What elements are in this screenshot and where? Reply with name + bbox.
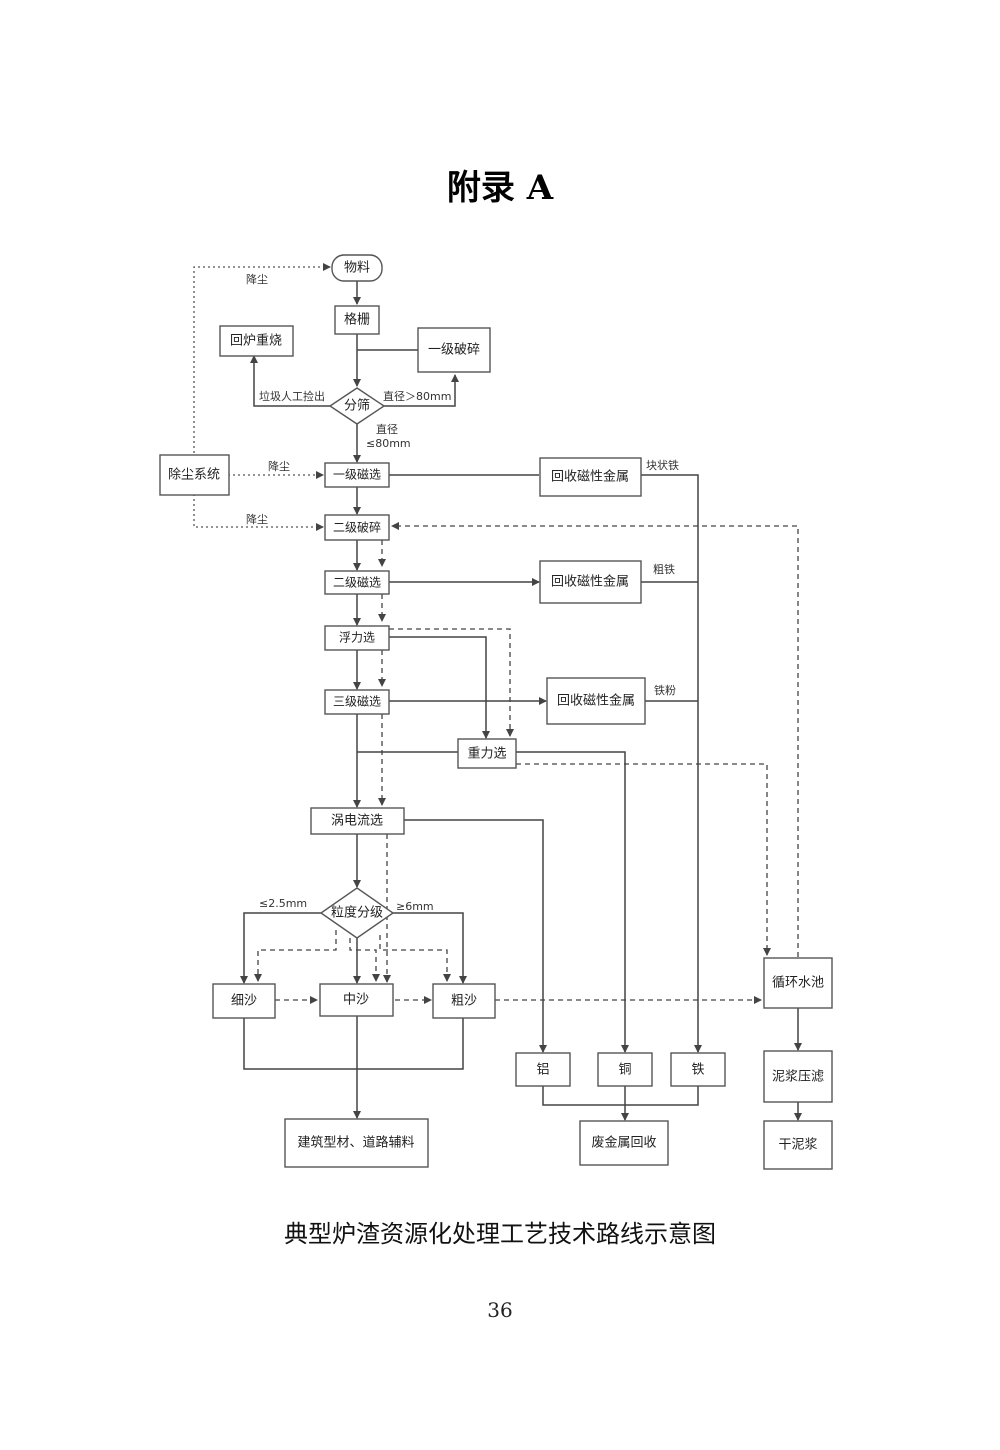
label-manual-pick: 垃圾人工捡出 [259,389,325,403]
label-le-2-5: ≤2.5mm [259,897,307,910]
node-fine-sand: 细沙 [212,983,276,1019]
node-mag3: 三级磁选 [324,689,390,715]
node-gravity-label: 重力选 [467,746,506,762]
node-recover1: 回收磁性金属 [539,457,642,497]
node-mud-filter-label: 泥浆压滤 [772,1070,824,1085]
node-mag1: 一级磁选 [324,462,390,488]
edge-labels: 降尘 降尘 降尘 垃圾人工捡出 直径＞80mm 直径 ≤80mm 块状铁 粗铁 … [246,272,679,913]
node-grid-label: 格栅 [344,312,370,328]
node-crush2: 二级破碎 [324,514,390,541]
node-dry-mud: 干泥浆 [763,1120,833,1170]
node-water-pool: 循环水池 [763,957,833,1009]
connectors [193,263,802,1121]
node-fine-sand-label: 细沙 [231,994,257,1009]
node-crush1: 一级破碎 [417,327,491,373]
node-float-label: 浮力选 [339,631,375,645]
node-mid-sand-label: 中沙 [343,993,369,1008]
node-crush2-label: 二级破碎 [333,520,381,535]
node-aluminum-label: 铝 [536,1063,549,1078]
node-recover3: 回收磁性金属 [546,677,646,725]
node-recover2: 回收磁性金属 [539,560,642,604]
node-mag2-label: 二级磁选 [333,575,381,590]
node-crush1-label: 一级破碎 [428,343,480,358]
page-number: 36 [487,1298,513,1322]
node-float: 浮力选 [324,625,390,651]
node-dry-mud-label: 干泥浆 [778,1138,817,1153]
node-mid-sand: 中沙 [319,983,394,1017]
node-coarse-sand: 粗沙 [432,983,496,1019]
node-iron-label: 铁 [691,1063,704,1078]
node-eddy: 涡电流选 [310,807,405,835]
node-mag3-label: 三级磁选 [333,694,381,709]
node-mag1-label: 一级磁选 [333,467,381,482]
node-grid: 格栅 [334,305,380,335]
node-dust-system-label: 除尘系统 [168,468,220,483]
node-recover3-label: 回收磁性金属 [557,693,635,709]
node-building-label: 建筑型材、道路辅料 [297,1135,414,1151]
node-iron: 铁 [670,1052,726,1087]
node-grading-label: 粒度分级 [331,905,383,921]
node-water-pool-label: 循环水池 [772,976,824,991]
node-reburn-label: 回炉重烧 [230,333,282,349]
node-grading: 粒度分级 [319,887,395,939]
node-material-label: 物料 [344,261,370,276]
label-dust-top: 降尘 [246,272,268,286]
node-building: 建筑型材、道路辅料 [284,1118,429,1168]
node-scrap: 废金属回收 [579,1120,669,1166]
node-reburn: 回炉重烧 [219,325,294,357]
label-block-iron: 块状铁 [646,458,679,472]
node-mag2: 二级磁选 [324,570,390,595]
label-iron-powder: 铁粉 [654,684,676,697]
node-gravity: 重力选 [457,738,517,769]
label-dust-mid: 降尘 [268,459,290,473]
node-recover1-label: 回收磁性金属 [551,469,629,485]
node-aluminum: 铝 [515,1052,571,1087]
node-material: 物料 [331,254,383,282]
figure-caption: 典型炉渣资源化处理工艺技术路线示意图 [284,1220,716,1248]
node-dust-system: 除尘系统 [159,454,230,496]
label-dust-low: 降尘 [246,512,268,526]
node-copper-label: 铜 [618,1063,631,1078]
node-recover2-label: 回收磁性金属 [551,574,629,590]
label-diam-gt: 直径＞80mm [383,389,451,403]
label-diam-le-1: 直径 [376,422,398,436]
node-eddy-label: 涡电流选 [331,814,383,829]
label-coarse-iron: 粗铁 [653,563,675,576]
node-screen-label: 分筛 [344,399,370,414]
label-ge-6: ≥6mm [396,900,434,913]
page-title: 附录 A [446,168,554,208]
node-coarse-sand-label: 粗沙 [451,994,477,1009]
node-mud-filter: 泥浆压滤 [763,1050,833,1103]
node-copper: 铜 [597,1052,653,1087]
node-scrap-label: 废金属回收 [591,1135,656,1151]
node-screen: 分筛 [328,387,386,425]
label-diam-le-2: ≤80mm [366,437,411,450]
